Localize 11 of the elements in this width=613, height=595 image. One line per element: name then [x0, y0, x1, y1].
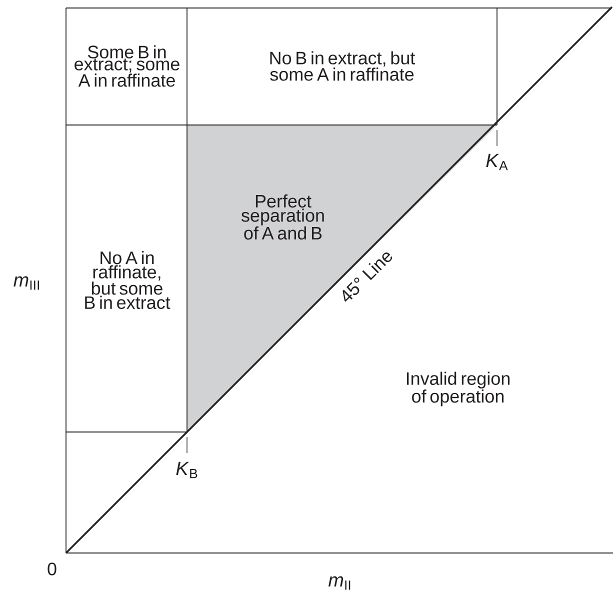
- region-label: No A in raffinate, but some B in extract: [85, 251, 170, 309]
- region-label: No B in extract, but some A in raffinate: [270, 51, 416, 81]
- line-label: 45° Line: [342, 252, 392, 302]
- origin-label: 0: [48, 562, 56, 576]
- region-label: Perfect separation of A and B: [241, 194, 324, 240]
- tick-label: K$_{A}$: [486, 154, 508, 170]
- region-label: Invalid region of operation: [406, 372, 510, 406]
- axis-label: m$_{II}$: [328, 576, 350, 590]
- tick-label: K$_{B}$: [176, 462, 198, 478]
- region-label: Some B in extract; some A in raffinate: [74, 45, 180, 87]
- axis-label: m$_{III}$: [14, 276, 39, 290]
